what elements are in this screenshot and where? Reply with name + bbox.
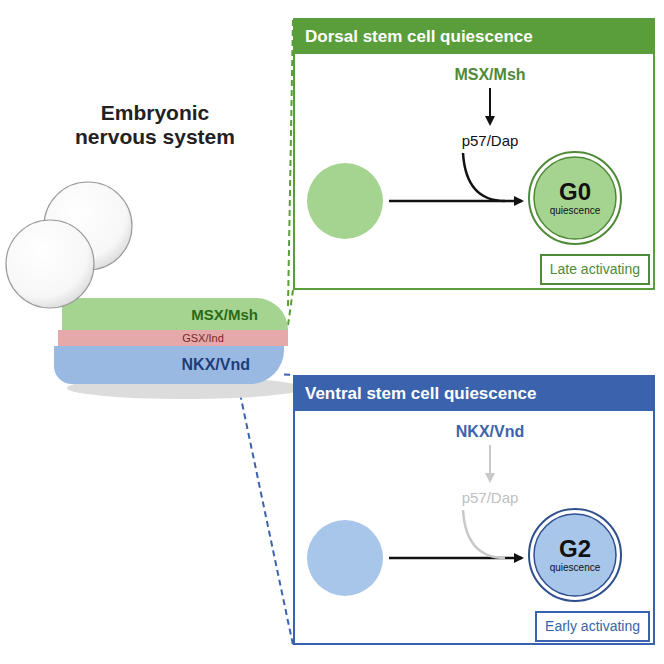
gene-label: MSX/Msh	[454, 66, 525, 84]
node-text: quiescence	[550, 205, 601, 217]
dashed-connector	[284, 374, 293, 377]
ventral-band: NKX/Vnd	[54, 346, 284, 384]
node-text: Dorsal stem cell quiescence	[295, 20, 653, 54]
dorsal-band: MSX/Msh	[62, 298, 288, 330]
node-text: quiescence	[550, 562, 601, 574]
node-text: G0	[559, 179, 591, 205]
activation-arrow	[489, 445, 491, 481]
g2-cell: G2quiescence	[527, 507, 623, 603]
node-text: MSX/Msh	[191, 306, 258, 323]
hook-arrow	[463, 153, 505, 201]
gene-label: NKX/Vnd	[456, 423, 524, 441]
early-tag: Early activating	[535, 611, 650, 642]
stem-cell	[307, 163, 383, 239]
node-text: NKX/Vnd	[182, 356, 250, 374]
gene-label: p57/Dap	[462, 489, 519, 506]
stem-cell	[307, 520, 383, 596]
node-text: Ventral stem cell quiescence	[295, 377, 653, 411]
late-tag: Late activating	[540, 254, 650, 285]
dashed-connector	[238, 384, 293, 645]
dorsal-panel: Dorsal stem cell quiescenceG0quiescenceL…	[293, 18, 655, 290]
gene-label: p57/Dap	[462, 132, 519, 149]
figure-label: Embryonic nervous system	[75, 101, 235, 149]
hook-arrow	[463, 510, 505, 558]
activation-arrow	[489, 88, 491, 124]
g0-cell: G0quiescence	[527, 150, 623, 246]
node-text: Late activating	[550, 261, 640, 278]
node-text: Early activating	[545, 618, 640, 635]
ventral-panel: Ventral stem cell quiescenceG2quiescence…	[293, 375, 655, 645]
dashed-connector	[288, 290, 293, 325]
intermediate-band: GSX/Ind	[58, 330, 288, 346]
node-text: G2	[559, 536, 591, 562]
node-text: GSX/Ind	[182, 331, 224, 345]
